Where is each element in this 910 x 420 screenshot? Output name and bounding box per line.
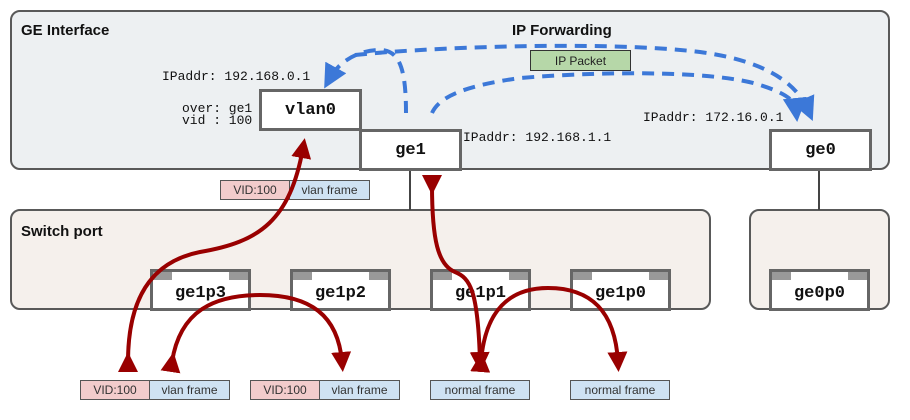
port-ge1p2-label: ge1p2	[314, 283, 366, 303]
port-ge0p0-label: ge0p0	[793, 283, 845, 303]
vlan0-ipaddr: IPaddr: 192.168.0.1	[162, 69, 311, 84]
port-ge1p3[interactable]: ge1p3	[150, 269, 251, 311]
ge0-ipaddr: IPaddr: 172.16.0.1	[643, 110, 784, 125]
port-led-icon	[772, 272, 791, 280]
frame-body: normal frame	[570, 380, 670, 400]
interface-vlan0[interactable]: vlan0	[259, 89, 362, 131]
port-led-icon	[509, 272, 528, 280]
frame-body: vlan frame	[320, 380, 400, 400]
interface-ge0-label: ge0	[805, 140, 836, 160]
switch-port-title: Switch port	[21, 223, 103, 240]
frame-vlan-ge1p2: VID:100 vlan frame	[250, 380, 400, 400]
frame-normal-ge1p0: normal frame	[570, 380, 670, 400]
vid-tag: VID:100	[80, 380, 150, 400]
port-led-icon	[369, 272, 388, 280]
port-led-icon	[573, 272, 592, 280]
ip-forwarding-title: IP Forwarding	[512, 22, 612, 39]
port-led-icon	[153, 272, 172, 280]
port-led-icon	[433, 272, 452, 280]
port-led-icon	[848, 272, 867, 280]
vlan0-vid: vid : 100	[182, 113, 253, 128]
interface-ge1[interactable]: ge1	[359, 129, 462, 171]
interface-ge0[interactable]: ge0	[769, 129, 872, 171]
port-ge1p2[interactable]: ge1p2	[290, 269, 391, 311]
frame-vlan-upper: VID:100 vlan frame	[220, 180, 370, 200]
port-ge1p1-label: ge1p1	[454, 283, 506, 303]
vid-tag: VID:100	[220, 180, 290, 200]
port-ge1p0-label: ge1p0	[594, 283, 646, 303]
frame-vlan-ge1p3: VID:100 vlan frame	[80, 380, 230, 400]
ge1-ipaddr: IPaddr: 192.168.1.1	[463, 130, 612, 145]
frame-body: vlan frame	[290, 180, 370, 200]
interface-ge1-label: ge1	[395, 140, 426, 160]
frame-body: normal frame	[430, 380, 530, 400]
frame-body: vlan frame	[150, 380, 230, 400]
vid-tag: VID:100	[250, 380, 320, 400]
interface-vlan0-label: vlan0	[284, 100, 336, 120]
port-led-icon	[293, 272, 312, 280]
port-led-icon	[649, 272, 668, 280]
port-ge0p0[interactable]: ge0p0	[769, 269, 870, 311]
ge-interface-title: GE Interface	[21, 22, 110, 39]
port-ge1p1[interactable]: ge1p1	[430, 269, 531, 311]
port-ge1p3-label: ge1p3	[174, 283, 226, 303]
vlan0-over: over: ge1	[182, 101, 253, 116]
frame-normal-ge1p1: normal frame	[430, 380, 530, 400]
port-led-icon	[229, 272, 248, 280]
ip-packet-label: IP Packet	[530, 50, 631, 71]
port-ge1p0[interactable]: ge1p0	[570, 269, 671, 311]
